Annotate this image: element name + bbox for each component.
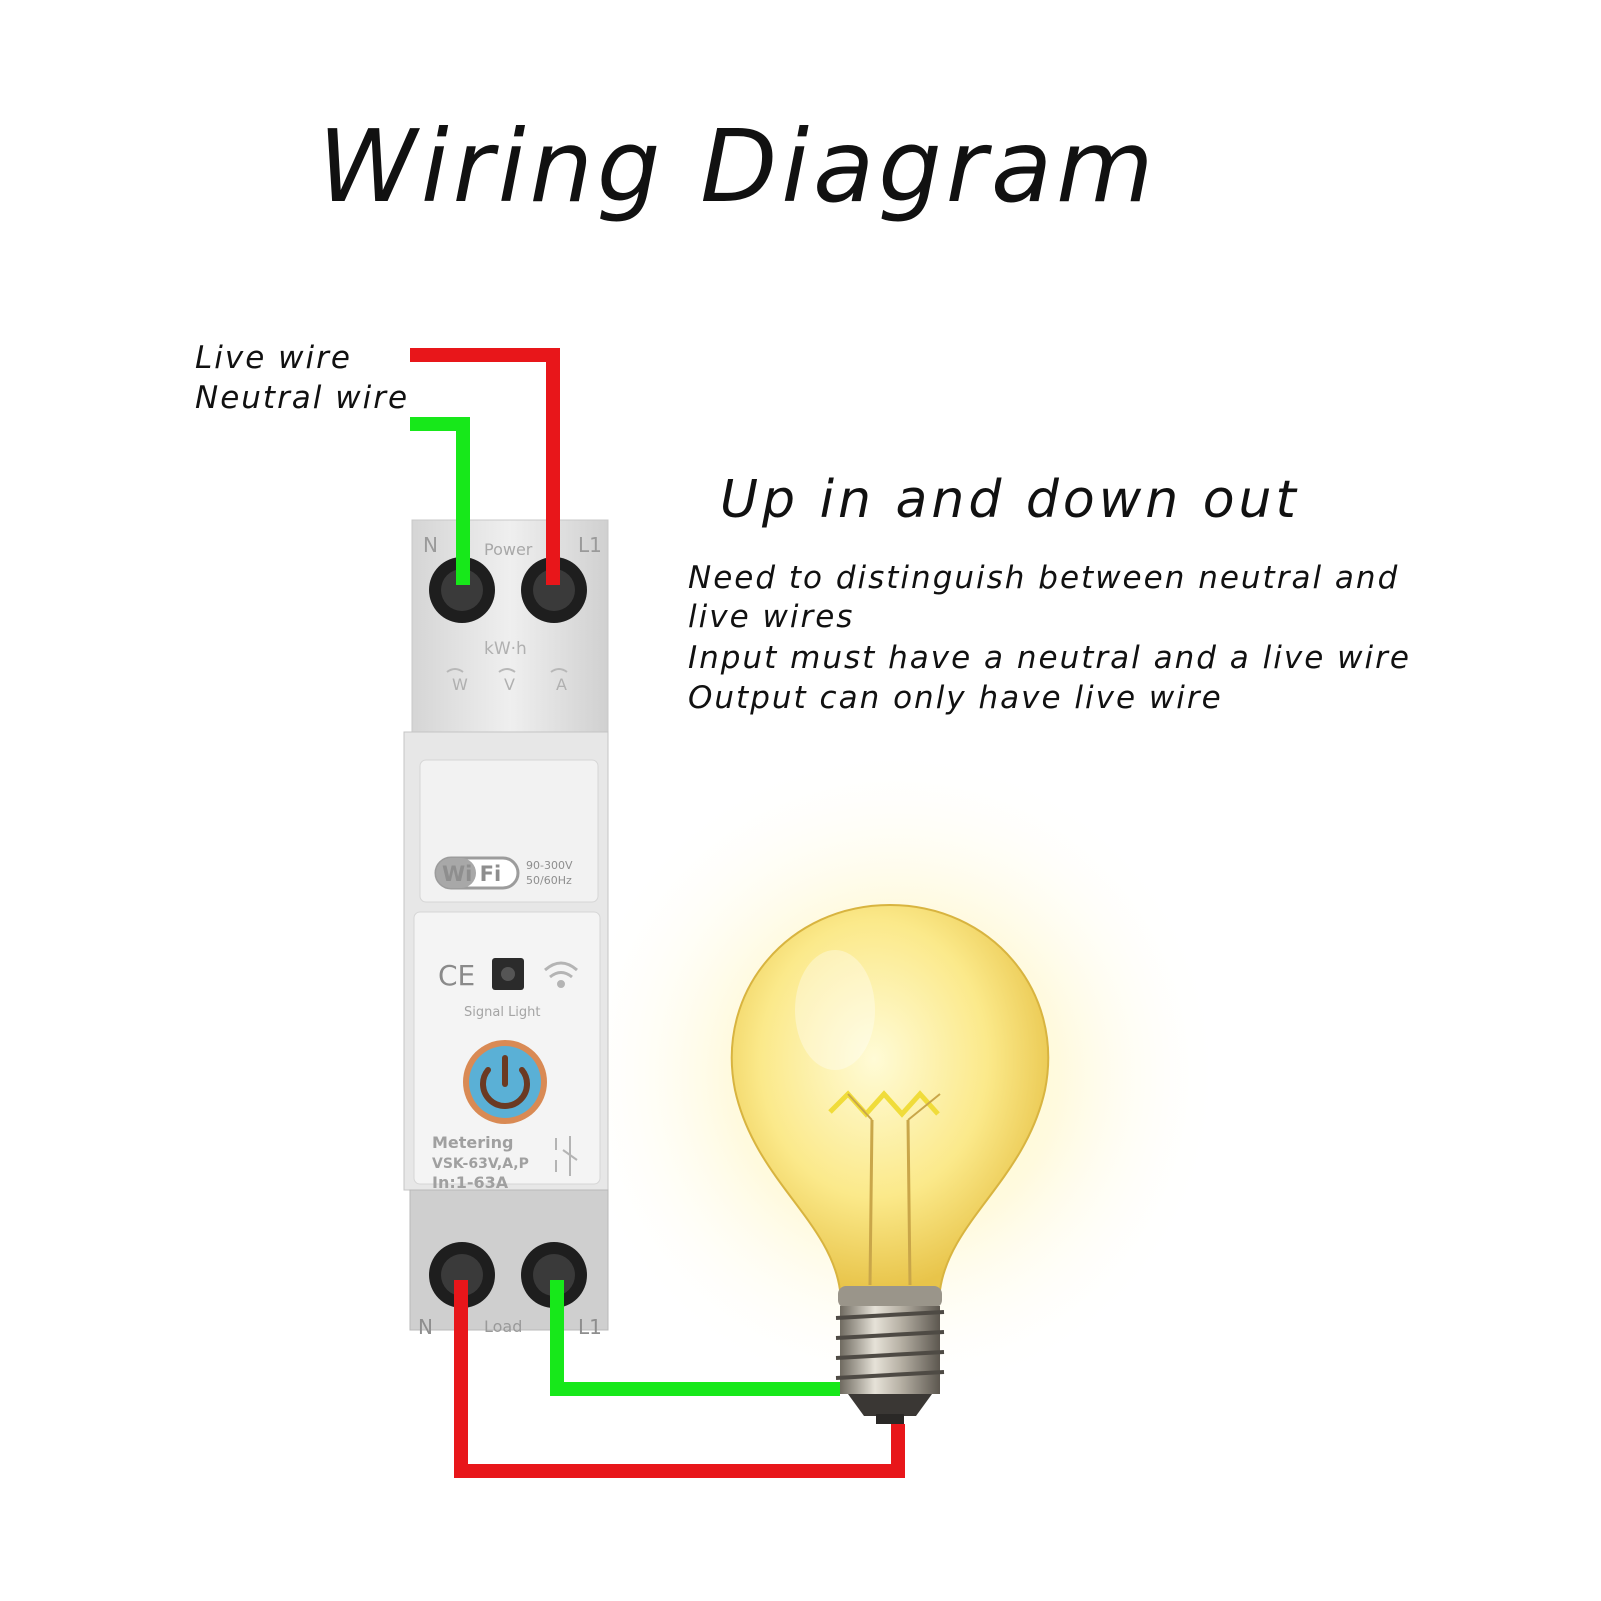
meter-symbol-a: A [556, 675, 567, 694]
meter-symbol-v: V [504, 675, 515, 694]
bottom-label-n: N [418, 1315, 433, 1339]
neutral-wire-label: Neutral wire [195, 380, 410, 416]
output-wire-l1 [550, 1280, 840, 1396]
power-button[interactable] [463, 1040, 547, 1124]
bulb-base [835, 1306, 945, 1424]
info-line-2: VSK-63V,A,P [432, 1156, 529, 1172]
live-wire-label: Live wire [195, 340, 352, 376]
info-line-3: In:1-63A [432, 1173, 509, 1192]
ce-mark: CE [438, 959, 475, 992]
note-line: Output can only have live wire [688, 680, 1223, 716]
rating-line-1: 90-300V [526, 859, 573, 872]
note-line: Input must have a neutral and a live wir… [688, 640, 1411, 676]
page-title: Wiring Diagram [318, 108, 1158, 225]
note-line: live wires [688, 599, 855, 635]
output-wire-n [454, 1280, 905, 1478]
bottom-label-l1: L1 [578, 1315, 602, 1339]
bottom-label-load: Load [484, 1317, 522, 1336]
subtitle: Up in and down out [720, 470, 1300, 530]
top-label-l1: L1 [578, 533, 602, 557]
top-label-power: Power [484, 540, 533, 559]
smart-meter-device: N Power L1 kW·h W V A Wi Fi 90-300V 50/6… [403, 519, 609, 1339]
wires [410, 348, 905, 1478]
relay-symbol [555, 1136, 578, 1176]
light-bulb [730, 903, 1050, 1424]
top-label-n: N [423, 533, 438, 557]
meter-label: kW·h [484, 639, 527, 659]
signal-light-label: Signal Light [464, 1005, 541, 1020]
device-top-module [411, 519, 609, 733]
wifi-icon [544, 961, 578, 988]
rating-line-2: 50/60Hz [526, 874, 572, 887]
power-icon [480, 1055, 530, 1109]
wifi-badge-text: Wi Fi [442, 862, 501, 886]
input-live-wire [410, 348, 560, 585]
info-line-1: Metering [432, 1133, 514, 1152]
meter-symbol-w: W [452, 675, 468, 694]
bulb-filament [828, 1090, 941, 1286]
note-line: Need to distinguish between neutral and [688, 560, 1400, 596]
bulb-neck [838, 1286, 942, 1308]
input-neutral-wire [410, 417, 470, 585]
